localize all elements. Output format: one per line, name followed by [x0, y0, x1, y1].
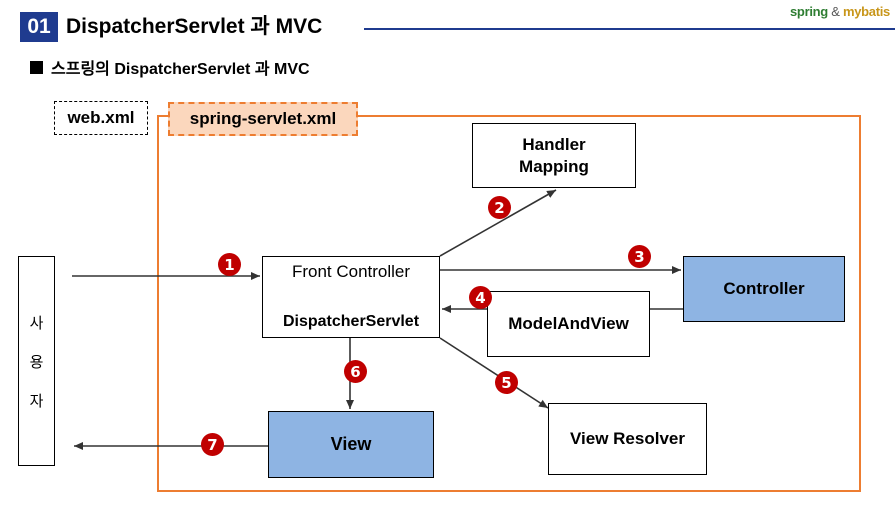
user-char-1: 사 [29, 314, 44, 332]
arrow-to-view-resolver [439, 337, 549, 409]
user-char-3: 자 [29, 392, 44, 410]
step-7-badge: 7 [201, 433, 224, 456]
brand-amp: & [831, 4, 840, 19]
subtitle-text: 스프링의 DispatcherServlet 과 MVC [51, 61, 310, 78]
brand-mybatis: mybatis [842, 4, 890, 19]
handler-mapping-box: Handler Mapping [472, 123, 636, 188]
spring-container-frame [157, 115, 861, 492]
title-rule [364, 28, 895, 30]
step-4-badge: 4 [469, 286, 492, 309]
web-xml-tag: web.xml [54, 101, 148, 135]
view-resolver-label: View Resolver [570, 429, 685, 448]
handler-mapping-line-2: Mapping [519, 156, 589, 176]
user-char-2: 용 [29, 353, 44, 371]
bullet-square-icon [30, 60, 43, 74]
brand-logo: spring & mybatis [790, 4, 890, 19]
dispatcher-servlet-label: DispatcherServlet [282, 313, 420, 330]
view-label: View [330, 434, 372, 454]
handler-mapping-line-1: Handler [522, 134, 586, 154]
section-number: 01 [20, 12, 58, 42]
controller-label: Controller [723, 279, 805, 298]
spring-servlet-xml-tag: spring-servlet.xml [168, 102, 358, 136]
arrow-to-handler-mapping [439, 189, 557, 257]
step-3-badge: 3 [628, 245, 651, 268]
step-6-badge: 6 [344, 360, 367, 383]
view-box: View [268, 411, 434, 478]
model-and-view-box: ModelAndView [487, 291, 650, 357]
front-controller-label: Front Controller [291, 262, 411, 281]
brand-spring: spring [790, 4, 828, 19]
subtitle: 스프링의 DispatcherServlet 과 MVC [30, 55, 310, 79]
model-and-view-label: ModelAndView [508, 314, 629, 333]
front-controller-box: Front Controller DispatcherServlet [262, 256, 440, 338]
view-resolver-box: View Resolver [548, 403, 707, 475]
step-1-badge: 1 [218, 253, 241, 276]
section-title: DispatcherServlet 과 MVC [66, 15, 323, 38]
user-box: 사 용 자 [18, 256, 55, 466]
controller-box: Controller [683, 256, 845, 322]
step-2-badge: 2 [488, 196, 511, 219]
step-5-badge: 5 [495, 371, 518, 394]
